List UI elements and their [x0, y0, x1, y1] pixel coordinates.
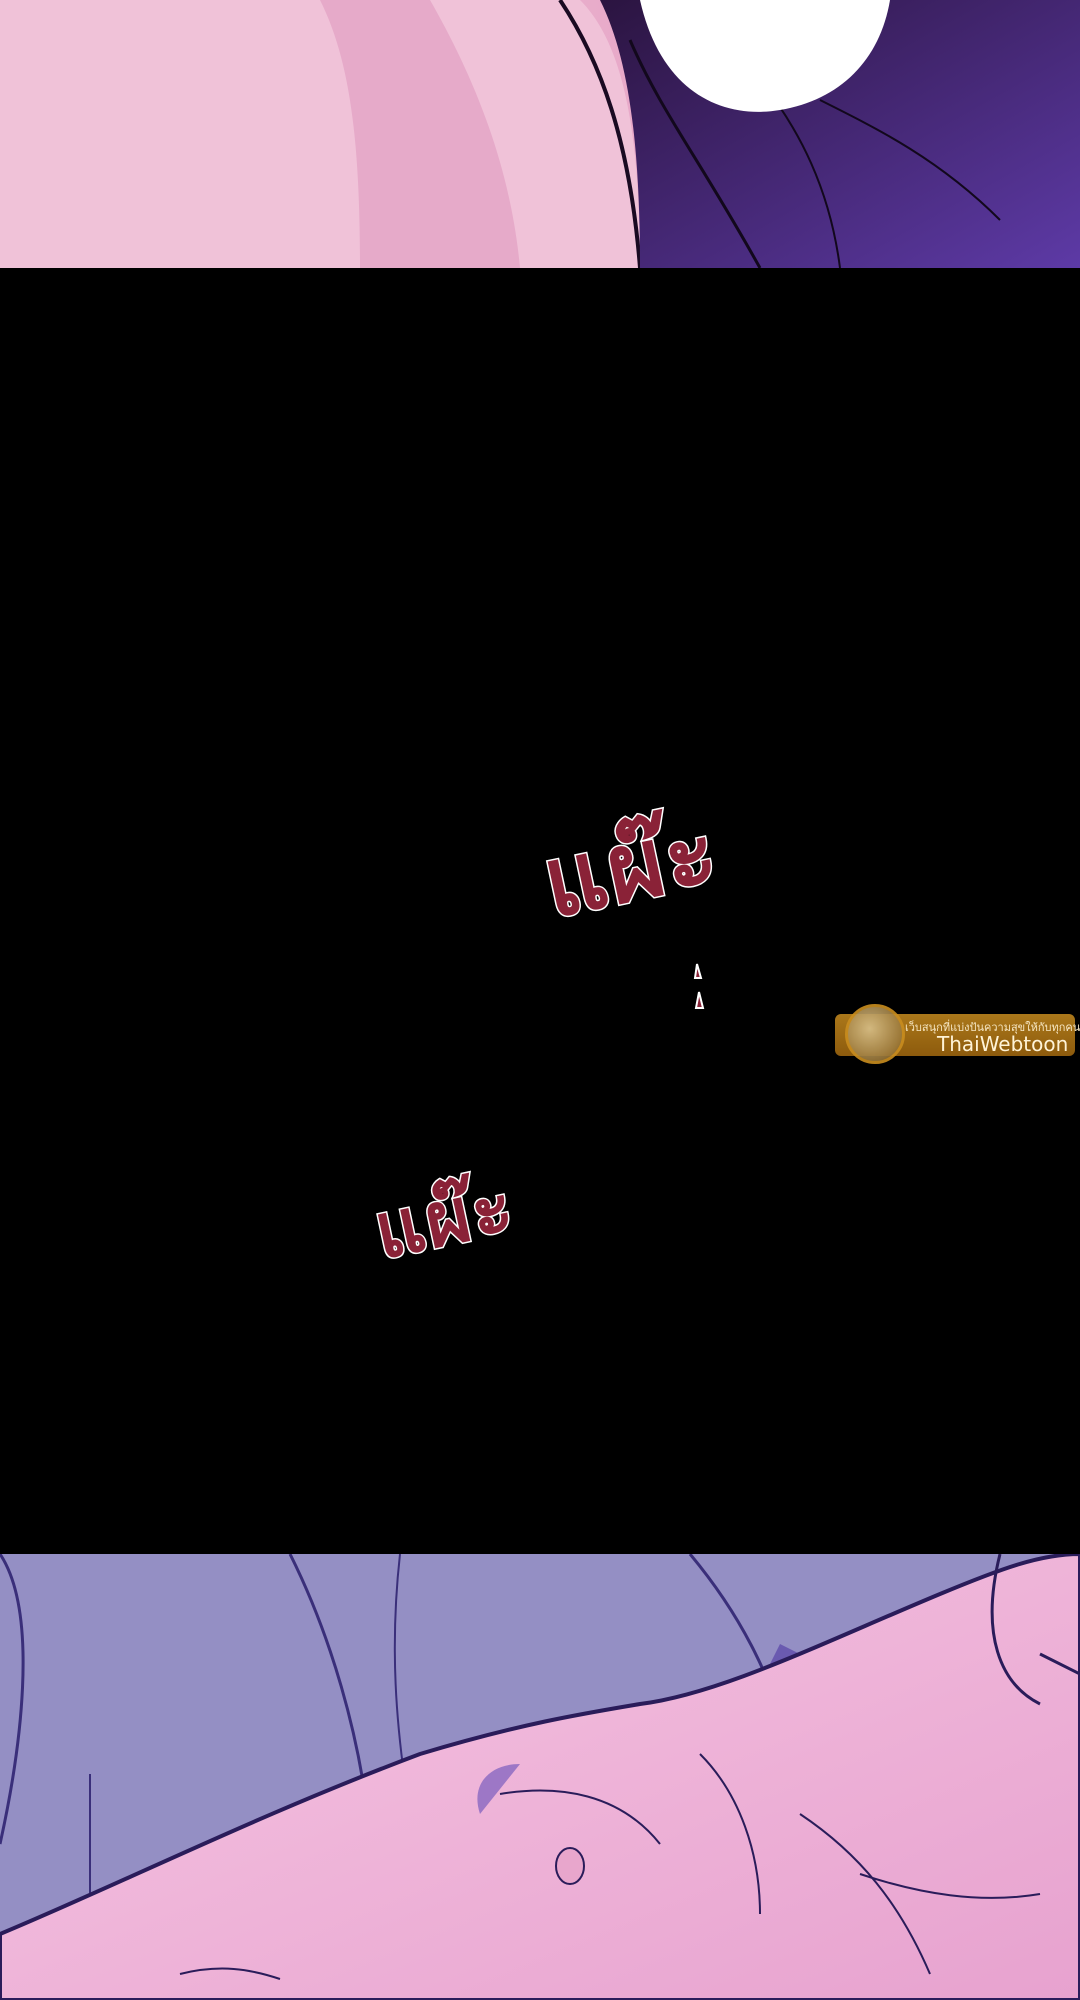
watermark-brand: ThaiWebtoon — [937, 1032, 1069, 1056]
top-art-panel — [0, 0, 1080, 268]
watermark-badge: เว็บสนุกที่แบ่งปันความสุขให้กับทุกคน Tha… — [835, 1004, 1080, 1066]
bottom-art-panel — [0, 1554, 1080, 2000]
sfx-drip-marks — [693, 963, 705, 1009]
watermark-tagline: เว็บสนุกที่แบ่งปันความสุขให้กับทุกคน — [905, 1021, 1080, 1034]
thaiwebtoon-logo-icon — [845, 1004, 905, 1064]
bottom-illustration — [0, 1554, 1080, 2000]
top-illustration — [0, 0, 1080, 268]
black-panel — [0, 268, 1080, 1554]
